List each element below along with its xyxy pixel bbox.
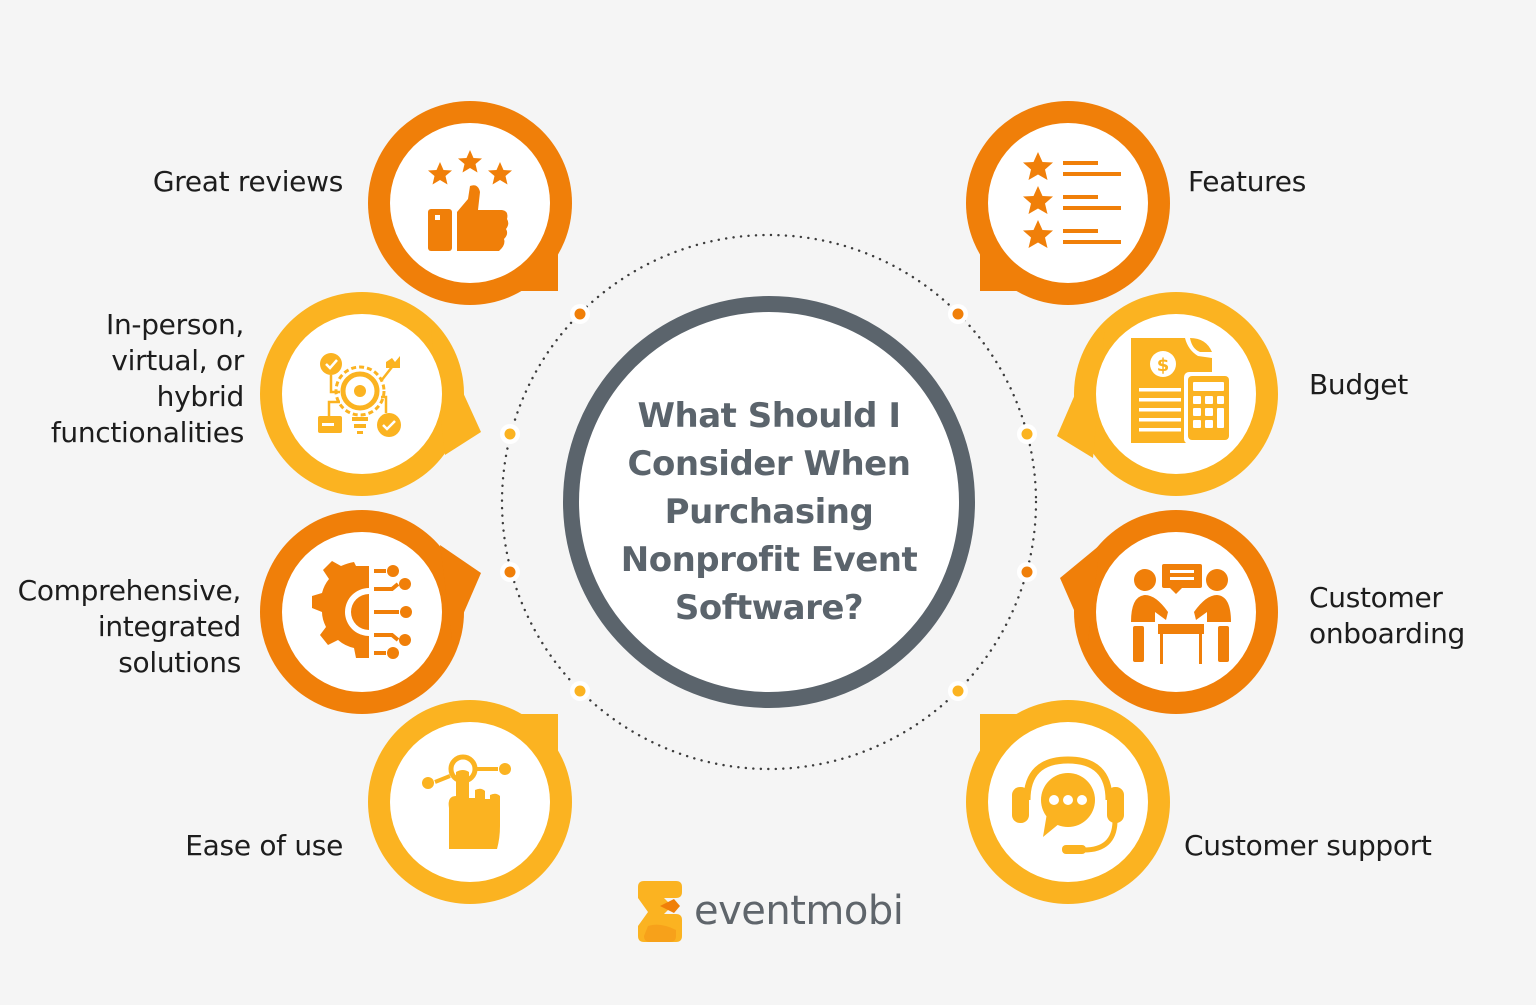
label-features: Features <box>1188 165 1306 198</box>
bubble-customer-support <box>966 700 1170 904</box>
headset-chat-icon <box>1012 756 1124 854</box>
label-comprehensive-integrated: Comprehensive, integrated solutions <box>17 574 242 679</box>
svg-text:$: $ <box>1157 355 1170 376</box>
label-customer-support: Customer support <box>1184 829 1432 862</box>
star-list-icon <box>1023 152 1121 248</box>
stars-thumbs-up-icon <box>428 150 512 251</box>
bubble-budget: $ <box>1057 292 1278 496</box>
bubble-features <box>966 101 1170 305</box>
hand-tap-icon <box>422 754 511 849</box>
label-great-reviews: Great reviews <box>152 165 343 198</box>
meeting-table-icon <box>1131 564 1231 664</box>
lightbulb-gear-network-icon <box>318 353 401 437</box>
center-circle <box>563 296 975 708</box>
eventmobi-logo: eventmobi <box>686 878 904 944</box>
invoice-calculator-icon: $ <box>1131 338 1233 444</box>
bubble-comprehensive-integrated <box>260 510 481 714</box>
label-ease-of-use: Ease of use <box>185 829 343 862</box>
dotted-orbit-ring <box>500 233 1038 771</box>
label-in-person-virtual-hybrid: In-person, virtual, or hybrid functional… <box>50 308 244 449</box>
center-title: What Should I Consider When Purchasing N… <box>620 396 918 628</box>
eventmobi-logo-mark <box>638 881 682 942</box>
bubble-customer-onboarding <box>1060 510 1278 714</box>
label-customer-onboarding: Customer onboarding <box>1309 581 1466 650</box>
bubble-ease-of-use <box>368 700 572 904</box>
connector-dots <box>500 304 1037 701</box>
logo-text: eventmobi <box>694 888 904 934</box>
bubble-great-reviews <box>368 101 572 305</box>
bubble-in-person-virtual-hybrid <box>260 292 481 496</box>
label-budget: Budget <box>1309 368 1408 401</box>
gear-circuit-icon <box>312 561 412 659</box>
